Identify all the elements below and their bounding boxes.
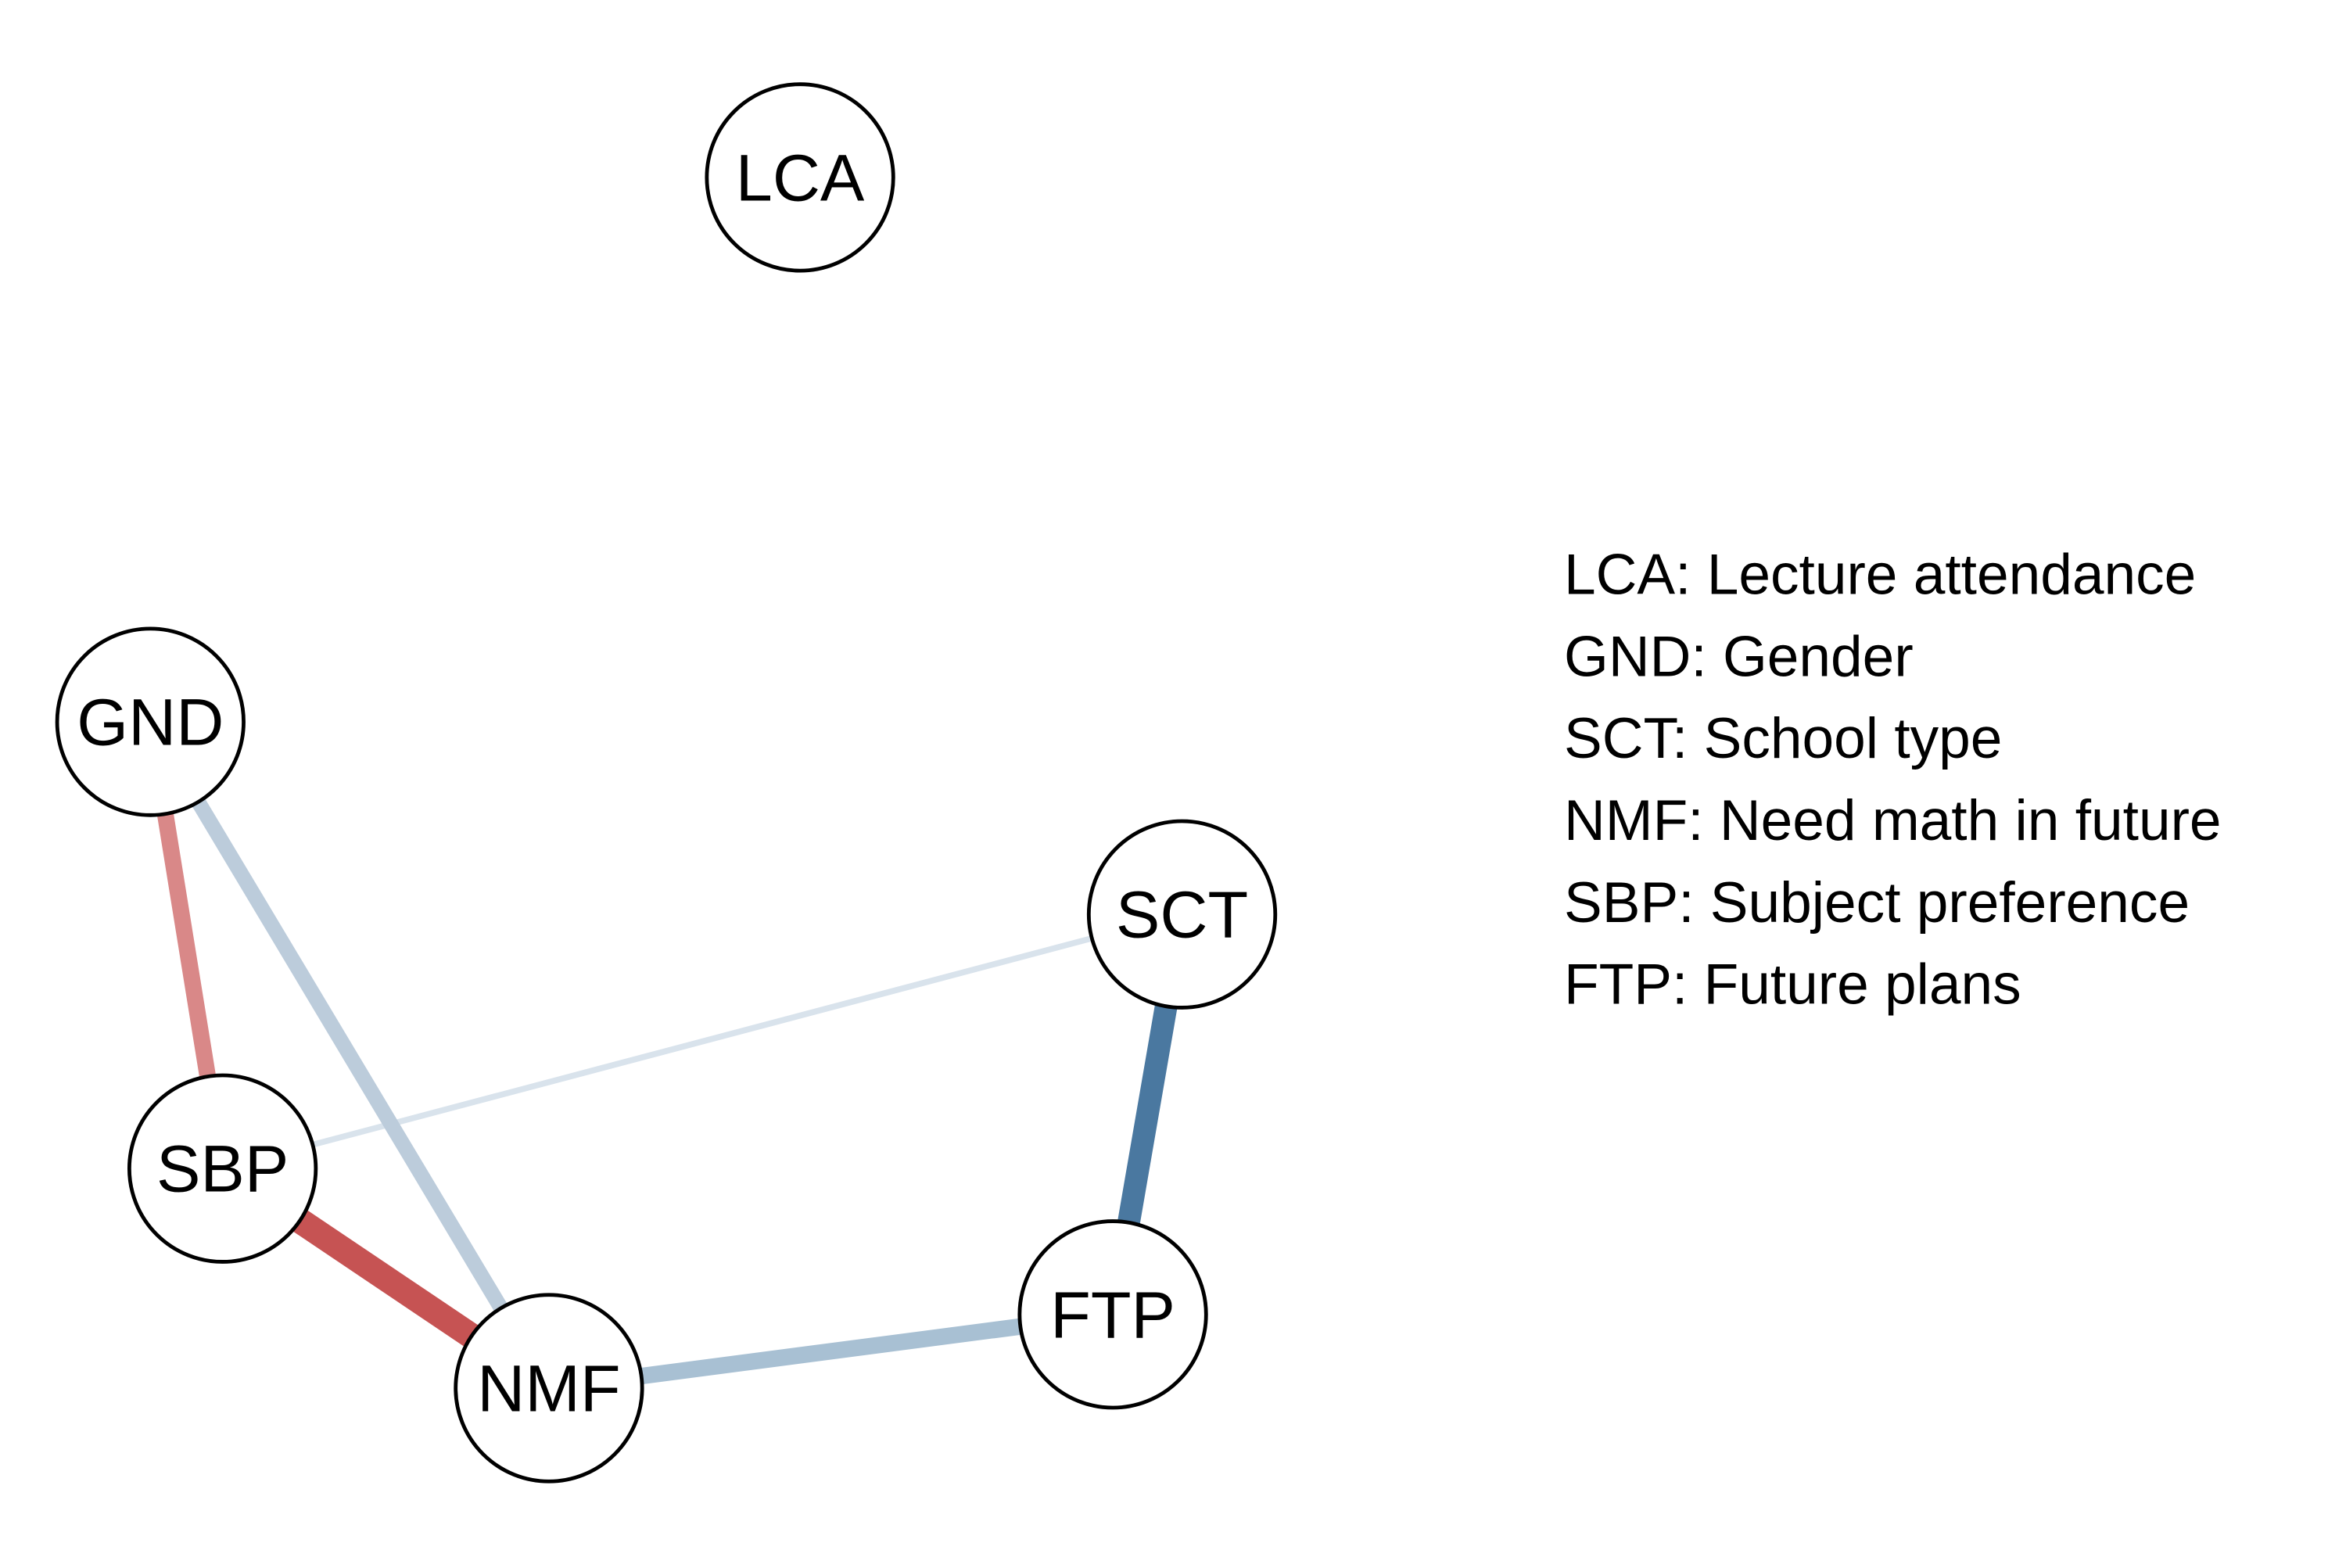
- node-LCA: LCA: [705, 82, 895, 273]
- legend-item-GND: GND: Gender: [1564, 625, 1914, 688]
- node-label-LCA: LCA: [736, 140, 865, 214]
- node-label-SBP: SBP: [156, 1132, 289, 1206]
- edge-SBP-SCT: [219, 911, 1186, 1172]
- edge-GND-NMF: [142, 714, 557, 1396]
- nodes-layer: LCA GND SCT SBP NMF FTP: [55, 82, 1278, 1484]
- node-SBP: SBP: [127, 1073, 318, 1264]
- node-label-FTP: FTP: [1050, 1277, 1175, 1351]
- node-label-SCT: SCT: [1116, 877, 1248, 952]
- node-SCT: SCT: [1086, 819, 1278, 1010]
- node-GND: GND: [55, 626, 246, 817]
- legend-item-FTP: FTP: Future plans: [1564, 953, 2021, 1017]
- node-circle-NMF: [454, 1293, 644, 1484]
- node-circle-LCA: [705, 82, 895, 273]
- node-circle-SBP: [127, 1073, 318, 1264]
- node-NMF: NMF: [454, 1293, 644, 1484]
- node-circle-GND: [55, 626, 246, 817]
- node-circle-FTP: [1017, 1219, 1208, 1410]
- legend-item-NMF: NMF: Need math in future: [1564, 789, 2222, 852]
- legend-item-LCA: LCA: Lecture attendance: [1564, 544, 2196, 607]
- node-label-GND: GND: [77, 685, 224, 759]
- legend-item-SBP: SBP: Subject preference: [1564, 871, 2190, 935]
- node-circle-SCT: [1086, 819, 1278, 1010]
- node-FTP: FTP: [1017, 1219, 1208, 1410]
- legend-item-SCT: SCT: School type: [1564, 707, 2002, 770]
- node-label-NMF: NMF: [477, 1351, 620, 1426]
